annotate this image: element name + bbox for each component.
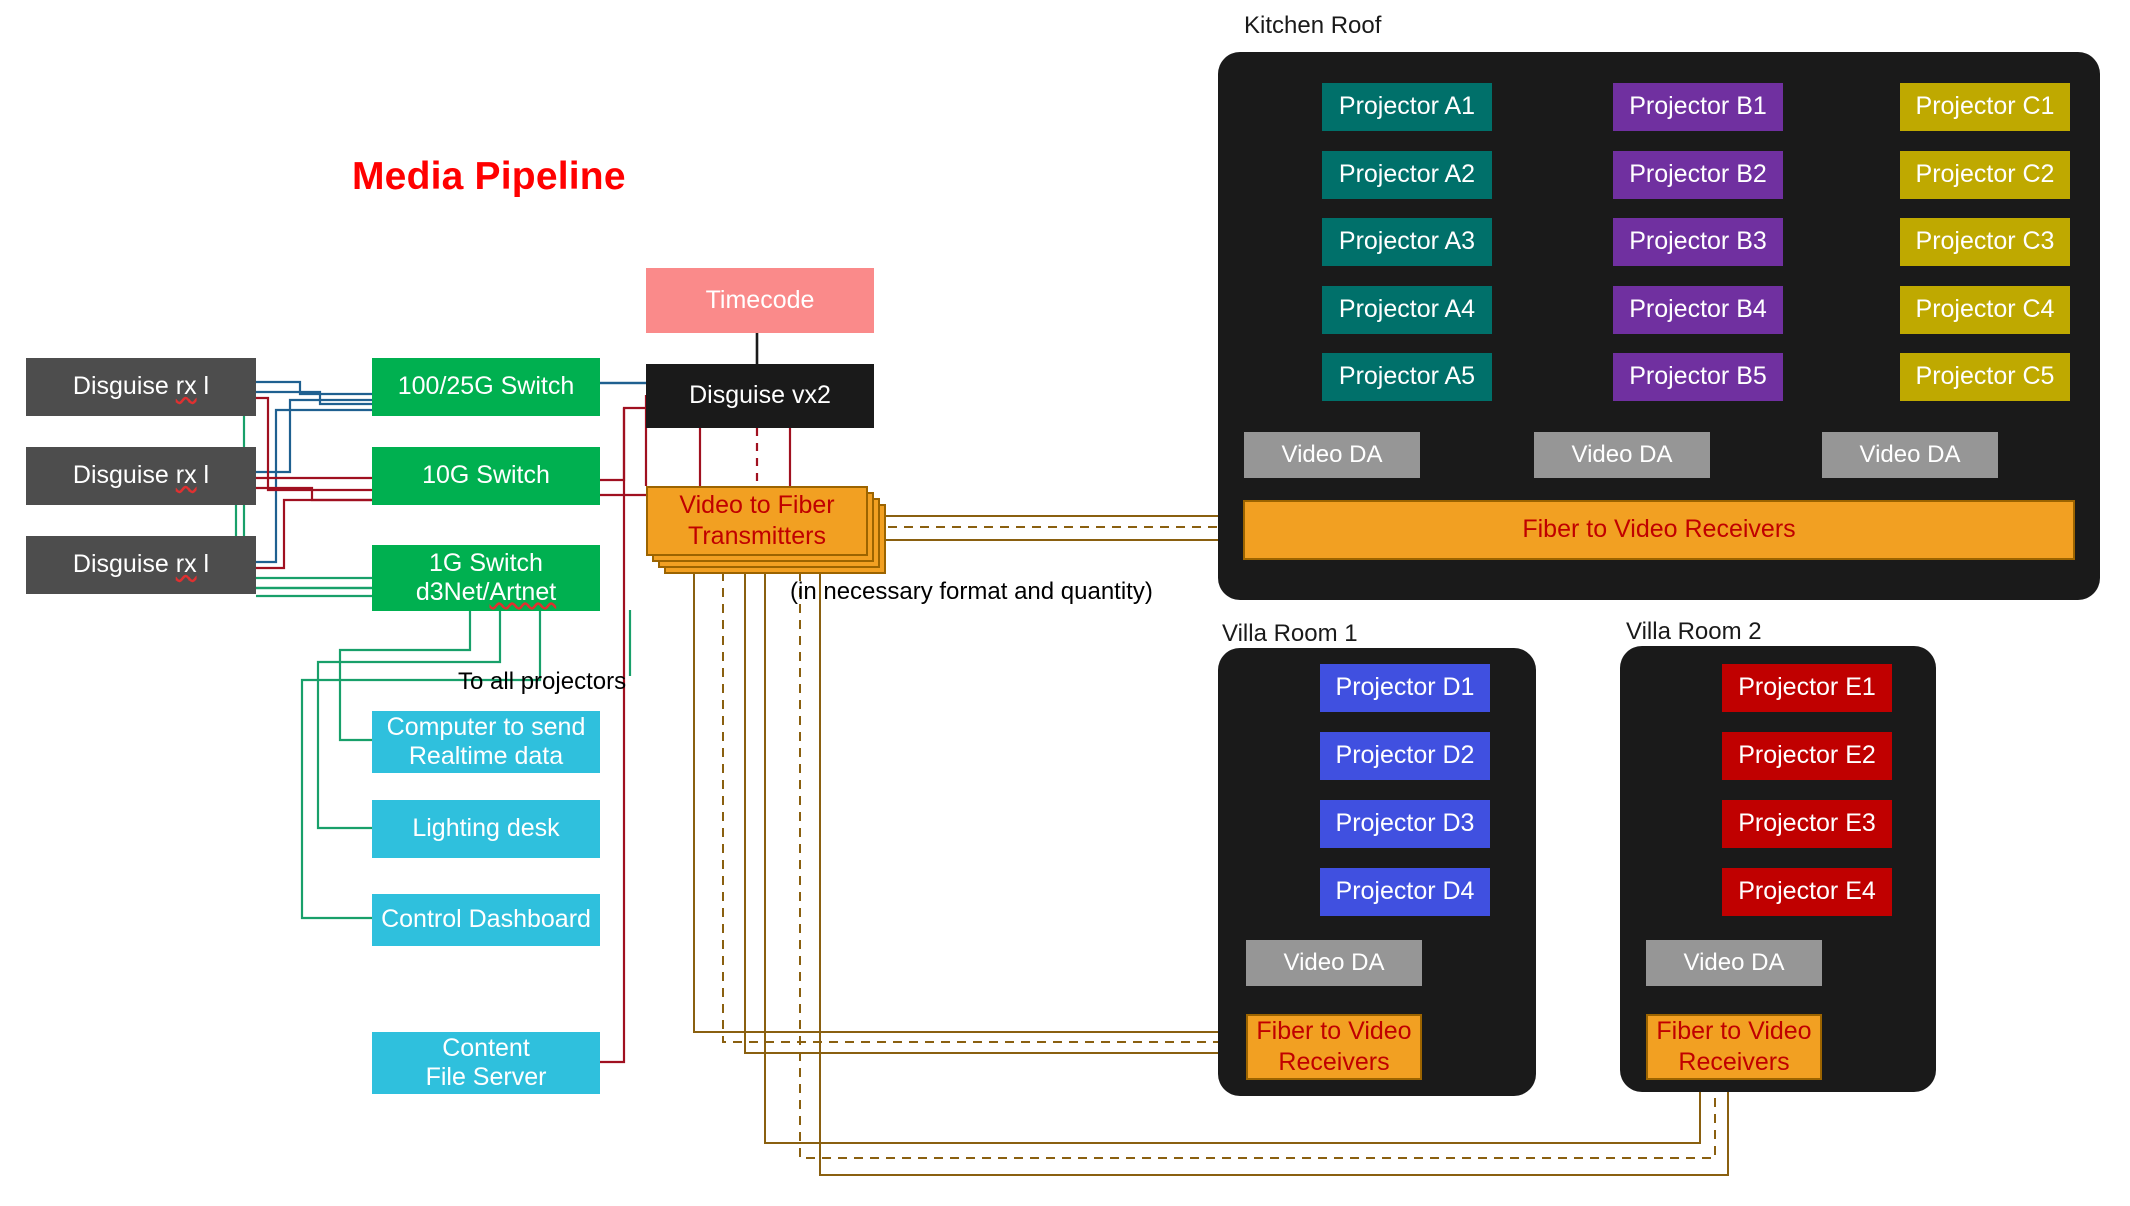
video-da-kitchen-b[interactable]: Video DA — [1534, 432, 1710, 478]
control-box-computer-line1: Computer to send — [386, 712, 586, 741]
note-to-all-projectors: To all projectors — [458, 668, 627, 695]
video-da-kitchen-a[interactable]: Video DA — [1244, 432, 1420, 478]
page-title: Media Pipeline — [352, 155, 626, 198]
projector-b3[interactable]: Projector B3 — [1613, 218, 1783, 266]
projector-d3[interactable]: Projector D3 — [1320, 800, 1490, 848]
projector-b1[interactable]: Projector B1 — [1613, 83, 1783, 131]
room-label-villa-room-2: Villa Room 2 — [1626, 618, 1762, 645]
room-label-kitchen-roof: Kitchen Roof — [1244, 12, 1382, 39]
projector-b2[interactable]: Projector B2 — [1613, 151, 1783, 199]
video-da-villa-1[interactable]: Video DA — [1246, 940, 1422, 986]
room-label-villa-room-1: Villa Room 1 — [1222, 620, 1358, 647]
fiber-to-video-receivers-kitchen[interactable]: Fiber to Video Receivers — [1243, 500, 2075, 560]
projector-c5[interactable]: Projector C5 — [1900, 353, 2070, 401]
content-file-server-line2: File Server — [425, 1063, 547, 1091]
projector-d2[interactable]: Projector D2 — [1320, 732, 1490, 780]
switch-1g[interactable]: 1G Switch d3Net/Artnet — [372, 545, 600, 611]
control-box-control-dashboard[interactable]: Control Dashboard — [372, 894, 600, 946]
control-box-lighting-desk[interactable]: Lighting desk — [372, 800, 600, 858]
projector-a3[interactable]: Projector A3 — [1322, 218, 1492, 266]
source-box-1[interactable]: Disguise rx l — [26, 358, 256, 416]
source-label-2: Disguise rx l — [72, 461, 210, 490]
projector-a1[interactable]: Projector A1 — [1322, 83, 1492, 131]
disguise-vx2-box[interactable]: Disguise vx2 — [646, 364, 874, 428]
control-box-computer-line2: Realtime data — [408, 742, 564, 770]
villa1-rx-line2: Receivers — [1278, 1048, 1390, 1076]
source-label-3: Disguise rx l — [72, 550, 210, 579]
projector-a5[interactable]: Projector A5 — [1322, 353, 1492, 401]
switch-10g[interactable]: 10G Switch — [372, 447, 600, 505]
note-format-quantity: (in necessary format and quantity) — [790, 578, 1153, 605]
timecode-box[interactable]: Timecode — [646, 268, 874, 333]
video-da-villa-2[interactable]: Video DA — [1646, 940, 1822, 986]
projector-b5[interactable]: Projector B5 — [1613, 353, 1783, 401]
villa2-rx-line1: Fiber to Video — [1656, 1016, 1812, 1045]
control-box-content-file-server[interactable]: Content File Server — [372, 1032, 600, 1094]
control-box-computer[interactable]: Computer to send Realtime data — [372, 711, 600, 773]
projector-d4[interactable]: Projector D4 — [1320, 868, 1490, 916]
switch-1g-line1: 1G Switch — [429, 548, 543, 577]
fiber-tx-line1: Video to Fiber — [679, 490, 835, 519]
source-box-3[interactable]: Disguise rx l — [26, 536, 256, 594]
projector-d1[interactable]: Projector D1 — [1320, 664, 1490, 712]
fiber-to-video-receivers-villa-2[interactable]: Fiber to Video Receivers — [1646, 1014, 1822, 1080]
fiber-tx-line2: Transmitters — [688, 522, 826, 550]
projector-e4[interactable]: Projector E4 — [1722, 868, 1892, 916]
projector-a2[interactable]: Projector A2 — [1322, 151, 1492, 199]
projector-e2[interactable]: Projector E2 — [1722, 732, 1892, 780]
projector-e1[interactable]: Projector E1 — [1722, 664, 1892, 712]
projector-c1[interactable]: Projector C1 — [1900, 83, 2070, 131]
projector-c3[interactable]: Projector C3 — [1900, 218, 2070, 266]
switch-1g-line2: d3Net/Artnet — [415, 578, 557, 606]
video-to-fiber-transmitters-box[interactable]: Video to Fiber Transmitters — [646, 486, 868, 556]
fiber-to-video-receivers-villa-1[interactable]: Fiber to Video Receivers — [1246, 1014, 1422, 1080]
projector-c2[interactable]: Projector C2 — [1900, 151, 2070, 199]
content-file-server-line1: Content — [442, 1033, 530, 1062]
projector-b4[interactable]: Projector B4 — [1613, 286, 1783, 334]
video-da-kitchen-c[interactable]: Video DA — [1822, 432, 1998, 478]
projector-a4[interactable]: Projector A4 — [1322, 286, 1492, 334]
source-label-1: Disguise rx l — [72, 372, 210, 401]
projector-e3[interactable]: Projector E3 — [1722, 800, 1892, 848]
villa2-rx-line2: Receivers — [1678, 1048, 1790, 1076]
switch-100g[interactable]: 100/25G Switch — [372, 358, 600, 416]
projector-c4[interactable]: Projector C4 — [1900, 286, 2070, 334]
villa1-rx-line1: Fiber to Video — [1256, 1016, 1412, 1045]
source-box-2[interactable]: Disguise rx l — [26, 447, 256, 505]
video-to-fiber-transmitters-stack[interactable]: Video to Fiber Transmitters — [646, 486, 886, 574]
